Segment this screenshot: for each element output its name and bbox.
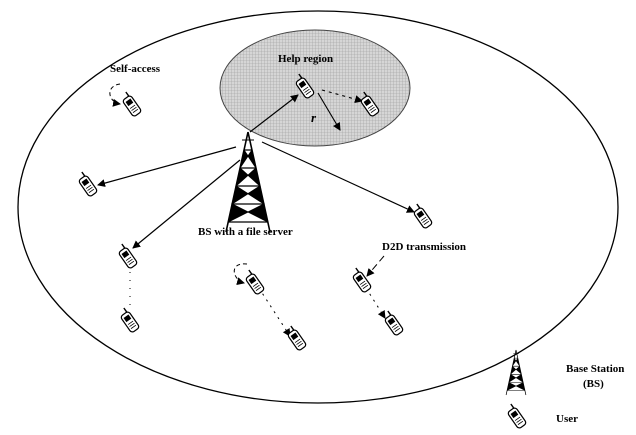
radius-label: r xyxy=(311,110,317,125)
legend-tower-icon xyxy=(505,349,527,396)
self-access-label: Self-access xyxy=(110,63,161,75)
self-access-arc-2 xyxy=(233,263,248,286)
user-chains xyxy=(129,255,386,337)
user-phone-icon xyxy=(241,268,266,296)
help-region-links xyxy=(317,89,363,131)
help-region-label: Help region xyxy=(278,53,333,65)
legend: Base Station (BS) User xyxy=(503,349,624,430)
legend-phone-icon xyxy=(503,402,528,430)
d2d-label: D2D transmission xyxy=(382,241,466,253)
user-phone-icon xyxy=(118,90,143,118)
user-phone-icon xyxy=(116,306,141,334)
legend-bs-line1: Base Station xyxy=(566,363,624,375)
bs-links xyxy=(97,94,415,249)
legend-user-label: User xyxy=(556,413,578,425)
help-region xyxy=(219,29,411,147)
user-phone-icon xyxy=(380,309,405,337)
cell-boundary xyxy=(17,10,619,404)
bs-label: BS with a file server xyxy=(198,226,293,238)
legend-bs-line2: (BS) xyxy=(583,378,604,390)
self-access-arc xyxy=(109,83,121,107)
user-phone-icon xyxy=(74,170,99,198)
base-station-tower-icon xyxy=(225,131,271,233)
user-phone-icon xyxy=(283,324,308,352)
user-phone-icon xyxy=(348,266,373,294)
user-phone-icon xyxy=(409,202,434,230)
